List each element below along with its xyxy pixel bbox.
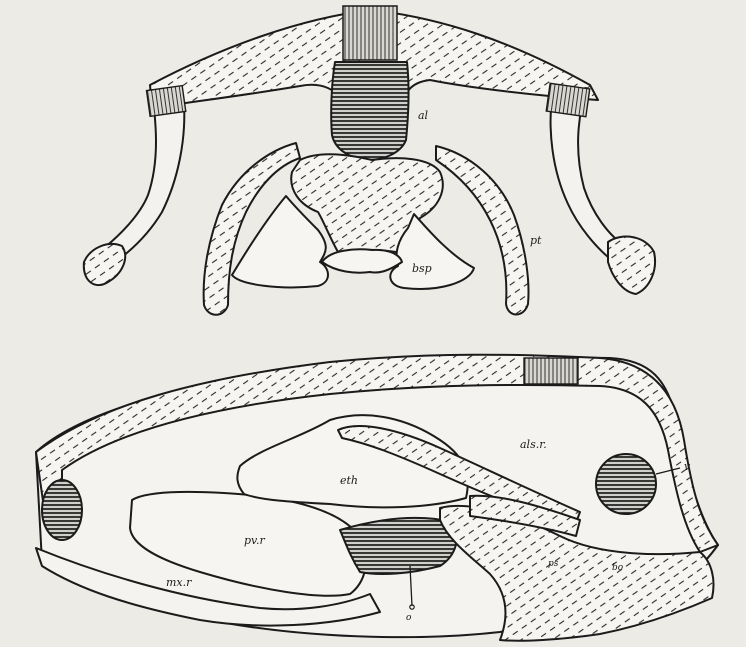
label-mx-r: mx.r <box>166 576 192 589</box>
al-cartilage <box>331 62 408 160</box>
right-limb <box>551 88 628 262</box>
label-bsp: bsp <box>412 262 432 275</box>
label-als-r: als.r. <box>520 438 547 451</box>
label-o: o <box>406 613 412 623</box>
label-eth: eth <box>340 474 358 487</box>
left-limb-joint <box>147 86 186 117</box>
label-pt: pt <box>530 234 542 247</box>
left-limb <box>104 90 184 260</box>
right-limb-joint <box>546 83 590 116</box>
roof-box <box>524 358 578 384</box>
label-ps: ps <box>548 559 559 569</box>
bsp-notch <box>322 249 402 272</box>
dark-mass <box>340 518 457 574</box>
lower-figure: als.r. eth v pv.r mx.r ps bo o <box>36 355 718 641</box>
label-pv-r: pv.r <box>244 534 265 547</box>
right-foot <box>608 237 655 294</box>
pt-right <box>436 146 528 315</box>
label-bo: bo <box>612 563 624 573</box>
label-v: v <box>684 460 691 473</box>
upper-figure: al bsp pt <box>84 6 655 315</box>
v-foramen <box>596 454 656 514</box>
label-al: al <box>418 109 429 122</box>
nasal-capsule <box>42 480 82 540</box>
left-foot <box>84 244 125 285</box>
midline-column <box>343 6 397 60</box>
